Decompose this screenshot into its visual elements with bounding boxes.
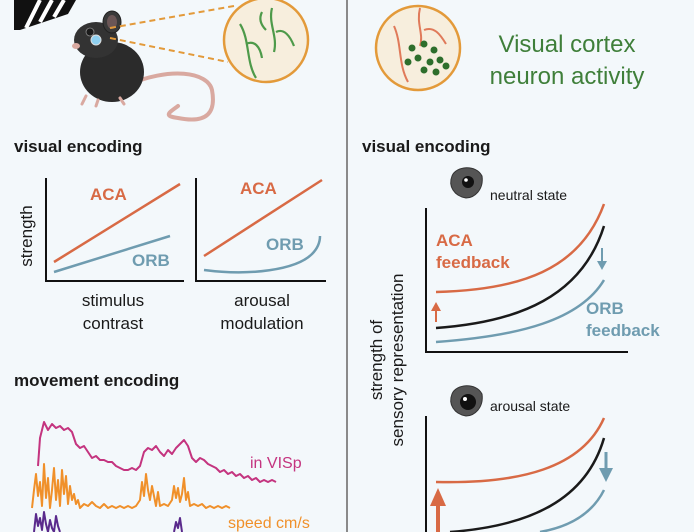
visp-trace-label: in VISp <box>250 455 302 472</box>
neutral-up-arrow <box>431 302 441 322</box>
strength-axis-label: strength <box>17 205 36 266</box>
plot2-aca-line <box>203 178 323 258</box>
neutral-state-label: neutral state <box>490 187 567 203</box>
neutral-aca-curve <box>435 203 606 294</box>
plot-arousal-modulation: ACA ORB arousal modulation <box>195 178 326 333</box>
plot2-orb-label: ORB <box>266 235 304 254</box>
right-title-line2: neuron activity <box>490 63 645 90</box>
sensory-axis-label-line2: sensory representation <box>388 274 407 447</box>
visp-trace <box>37 421 277 483</box>
arousal-down-arrow <box>599 452 613 482</box>
monitor-icon <box>14 0 76 30</box>
sensory-axis-label: strength of sensory representation <box>367 274 407 447</box>
neutral-baseline-curve <box>435 225 606 330</box>
plot1-orb-line <box>53 234 171 274</box>
view-line-lower <box>109 37 229 63</box>
orb-feedback-label-line1: ORB <box>586 299 624 318</box>
plot2-xlabel-line1: arousal <box>234 291 290 310</box>
sensory-axis-label-line1: strength of <box>367 320 386 401</box>
plot1-xlabel-line1: stimulus <box>82 291 144 310</box>
neutral-orb-curve <box>435 279 606 344</box>
speed-trace-tail <box>173 517 183 532</box>
neutral-axes <box>425 208 628 353</box>
plot2-orb-curve <box>203 235 322 274</box>
mouse-icon <box>72 10 215 122</box>
left-visual-encoding-heading: visual encoding <box>14 137 142 156</box>
arousal-aca-curve <box>435 417 606 484</box>
plot1-orb-label: ORB <box>132 251 170 270</box>
plot-stimulus-contrast: ACA ORB stimulus contrast <box>45 178 184 333</box>
cortex-circle-left <box>222 0 310 84</box>
neutral-down-arrow <box>597 248 607 270</box>
right-title-line1: Visual cortex <box>499 31 636 58</box>
cortex-circle-right <box>374 4 462 92</box>
view-line-upper <box>109 5 235 29</box>
movement-trace-orange <box>31 463 231 509</box>
arousal-orb-curve <box>539 489 606 532</box>
speed-trace-label: speed cm/s <box>228 515 310 532</box>
arousal-baseline-curve <box>449 437 606 532</box>
arousal-up-arrow <box>430 488 446 532</box>
plot1-xlabel-line2: contrast <box>83 314 144 333</box>
right-visual-encoding-heading: visual encoding <box>362 137 490 156</box>
eye-arousal-icon <box>450 385 483 417</box>
eye-neutral-icon <box>450 167 483 199</box>
aca-feedback-label-line2: feedback <box>436 253 510 272</box>
plot1-aca-label: ACA <box>90 185 127 204</box>
plot2-xlabel-line2: modulation <box>220 314 303 333</box>
plot1-aca-line <box>53 182 181 264</box>
orb-feedback-label-line2: feedback <box>586 321 660 340</box>
aca-feedback-label-line1: ACA <box>436 231 473 250</box>
movement-encoding-heading: movement encoding <box>14 371 179 390</box>
arousal-state-label: arousal state <box>490 398 570 414</box>
plot2-aca-label: ACA <box>240 179 277 198</box>
speed-trace <box>33 511 61 532</box>
